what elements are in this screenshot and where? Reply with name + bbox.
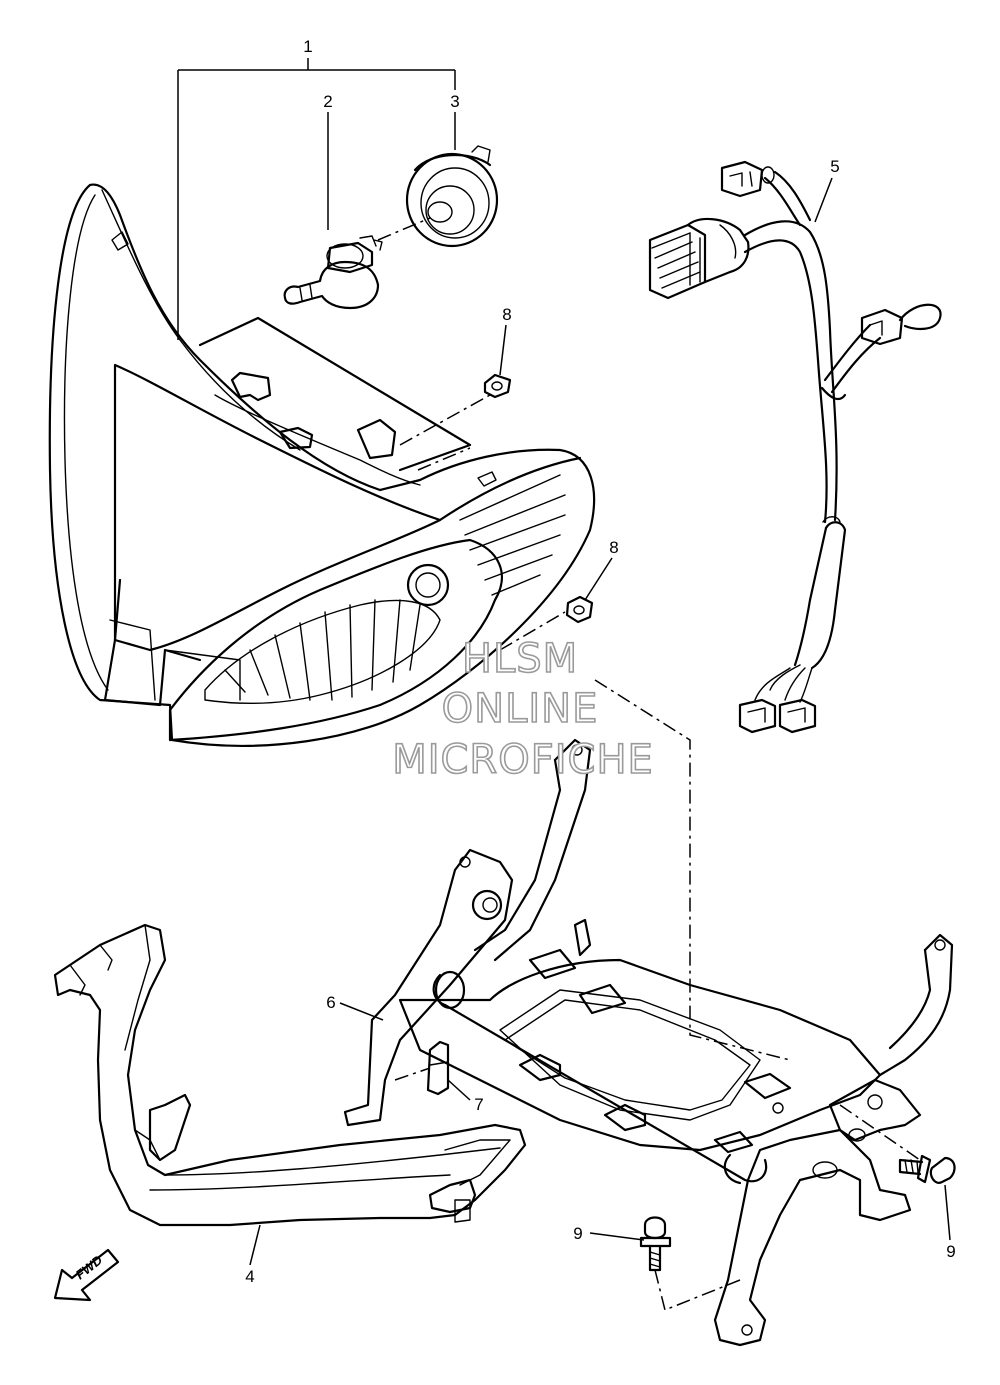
callout-9-right: 9 bbox=[946, 1242, 955, 1261]
watermark: HLSM ONLINE MICROFICHE bbox=[391, 635, 654, 784]
bolt-left bbox=[639, 1216, 672, 1272]
bulb-cover bbox=[405, 145, 499, 248]
wire-harness bbox=[648, 160, 942, 734]
callout-4: 4 bbox=[245, 1267, 254, 1286]
callout-5: 5 bbox=[830, 157, 839, 176]
front-cowl-panel bbox=[53, 923, 527, 1227]
nut-lower bbox=[565, 595, 594, 624]
assembly-lines bbox=[257, 217, 921, 1312]
headlight-bulb bbox=[283, 235, 383, 310]
callout-2: 2 bbox=[323, 92, 332, 111]
watermark-line-1: HLSM bbox=[462, 636, 578, 682]
grommet bbox=[426, 1040, 450, 1096]
callout-numbers: 1 2 3 5 8 8 6 7 4 9 9 bbox=[245, 37, 955, 1286]
callout-1: 1 bbox=[303, 37, 312, 56]
bolt-right bbox=[898, 1154, 956, 1184]
callout-6: 6 bbox=[326, 993, 335, 1012]
callout-8-lower: 8 bbox=[609, 538, 618, 557]
nut-upper bbox=[483, 373, 512, 399]
watermark-line-2: ONLINE bbox=[442, 686, 599, 732]
callout-3: 3 bbox=[450, 92, 459, 111]
headlight-assembly bbox=[48, 183, 596, 747]
callout-8-upper: 8 bbox=[502, 305, 511, 324]
callout-7: 7 bbox=[474, 1095, 483, 1114]
headlight-stay-bracket bbox=[343, 738, 954, 1347]
watermark-line-3: MICROFICHE bbox=[392, 737, 654, 783]
leader-lines bbox=[177, 58, 951, 1266]
fwd-arrow-icon: FWD bbox=[53, 1248, 120, 1302]
callout-9-left: 9 bbox=[573, 1224, 582, 1243]
